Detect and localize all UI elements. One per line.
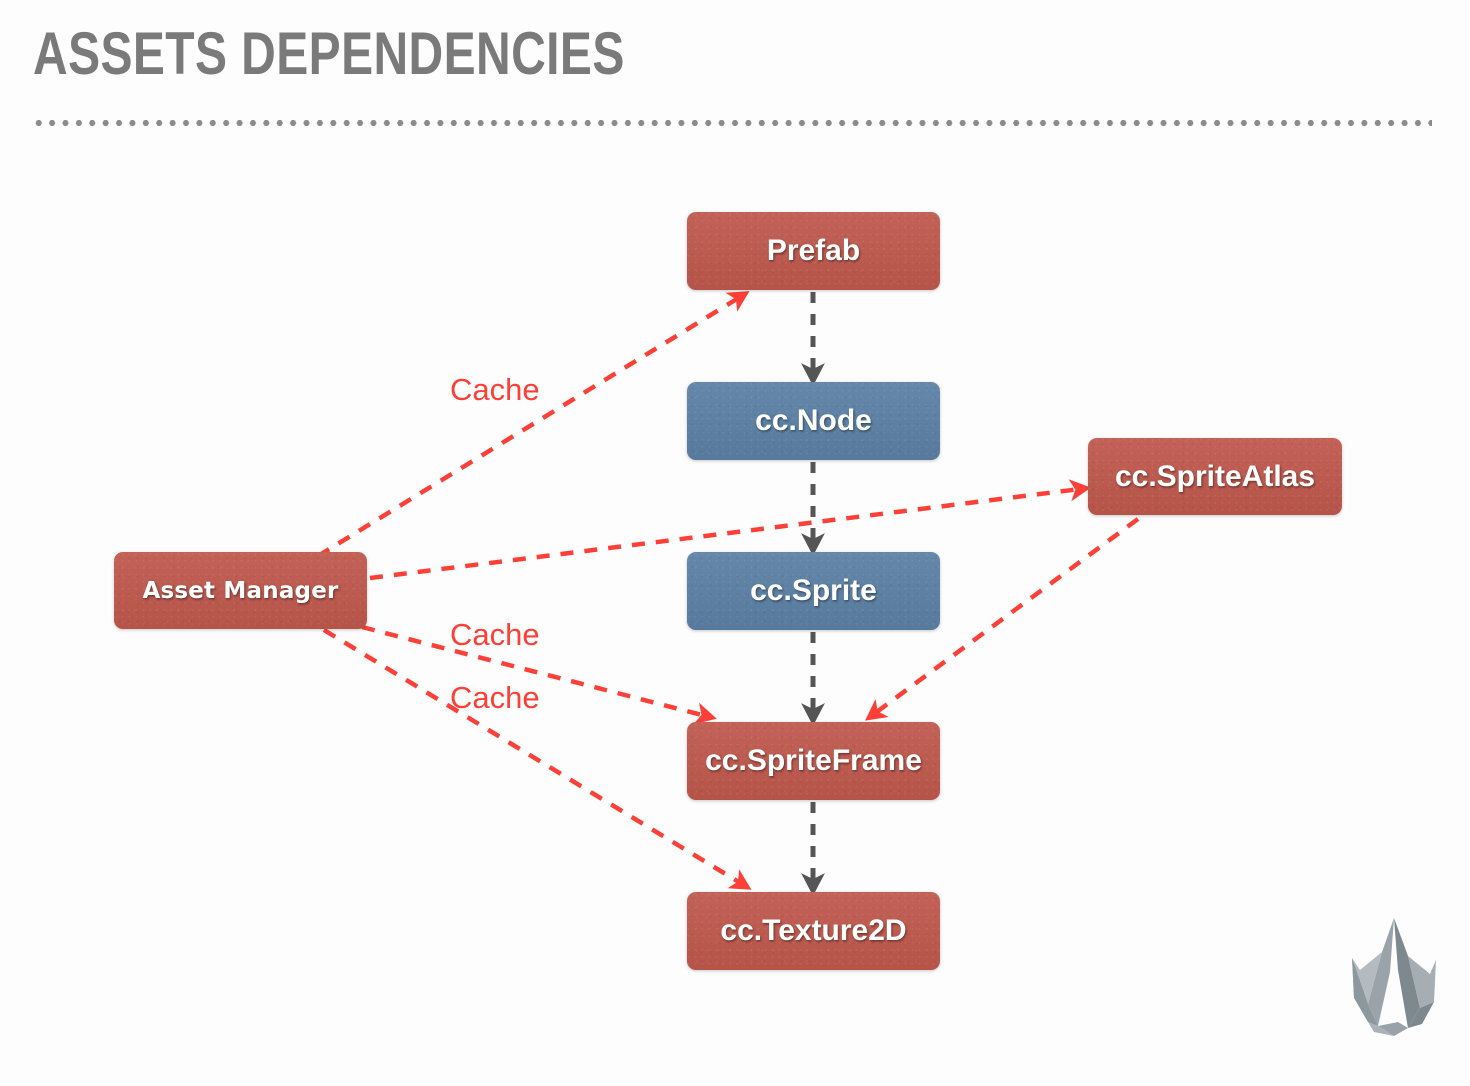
edge-label-cache-3: Cache xyxy=(450,680,540,715)
node-asset-manager-label: Asset Manager xyxy=(142,577,339,604)
node-prefab[interactable]: Prefab xyxy=(687,212,940,290)
node-cc-spriteatlas[interactable]: cc.SpriteAtlas xyxy=(1088,438,1342,515)
node-cc-sprite-label: cc.Sprite xyxy=(750,574,877,607)
node-cc-texture2d[interactable]: cc.Texture2D xyxy=(687,892,940,970)
edge-assetmanager-to-prefab xyxy=(316,291,750,558)
node-asset-manager[interactable]: Asset Manager xyxy=(114,552,367,629)
page-title: ASSETS DEPENDENCIES xyxy=(33,20,625,87)
node-cc-spriteatlas-label: cc.SpriteAtlas xyxy=(1114,459,1316,493)
node-cc-sprite[interactable]: cc.Sprite xyxy=(687,552,940,630)
edge-label-cache-2: Cache xyxy=(450,617,540,652)
edge-label-cache-1: Cache xyxy=(450,372,540,407)
cocos-creator-logo-icon xyxy=(1352,918,1436,1036)
title-divider xyxy=(32,120,1432,126)
node-cc-spriteframe[interactable]: cc.SpriteFrame xyxy=(687,722,940,800)
edge-assetmanager-to-cctexture2d xyxy=(322,628,752,890)
node-cc-texture2d-label: cc.Texture2D xyxy=(720,914,907,947)
node-cc-node-label: cc.Node xyxy=(755,404,872,437)
node-cc-node[interactable]: cc.Node xyxy=(687,382,940,460)
node-cc-spriteframe-label: cc.SpriteFrame xyxy=(705,744,922,777)
node-prefab-label: Prefab xyxy=(766,234,861,267)
